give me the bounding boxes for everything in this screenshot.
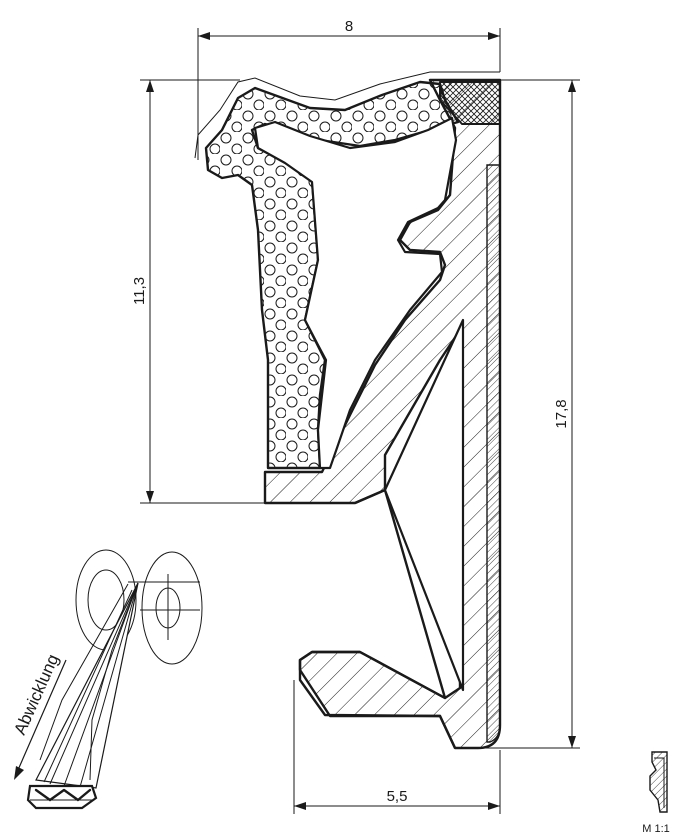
development-sketch: Abwicklung	[10, 549, 203, 810]
dimension-bottom: 5,5	[293, 680, 501, 814]
dimension-left: 11,3	[131, 79, 355, 504]
scale-label: M 1:1	[642, 823, 670, 835]
scale-thumbnail: M 1:1	[642, 751, 670, 835]
dimension-right-value: 17,8	[553, 399, 570, 428]
development-label: Abwicklung	[10, 651, 62, 737]
rigid-profile	[263, 78, 502, 750]
foam-seal-cavity	[253, 116, 458, 470]
dimension-top-value: 8	[345, 18, 353, 35]
dimension-bottom-value: 5,5	[387, 788, 408, 805]
profile-backing-strip	[486, 164, 501, 743]
foam-seal	[204, 80, 460, 470]
dimension-top: 8	[197, 18, 501, 160]
profile-lip	[298, 488, 457, 749]
dimension-right: 17,8	[478, 79, 580, 749]
seal-outer-contour	[194, 71, 500, 159]
profile-inner-triangle	[383, 318, 465, 692]
dimension-left-value: 11,3	[131, 277, 148, 305]
